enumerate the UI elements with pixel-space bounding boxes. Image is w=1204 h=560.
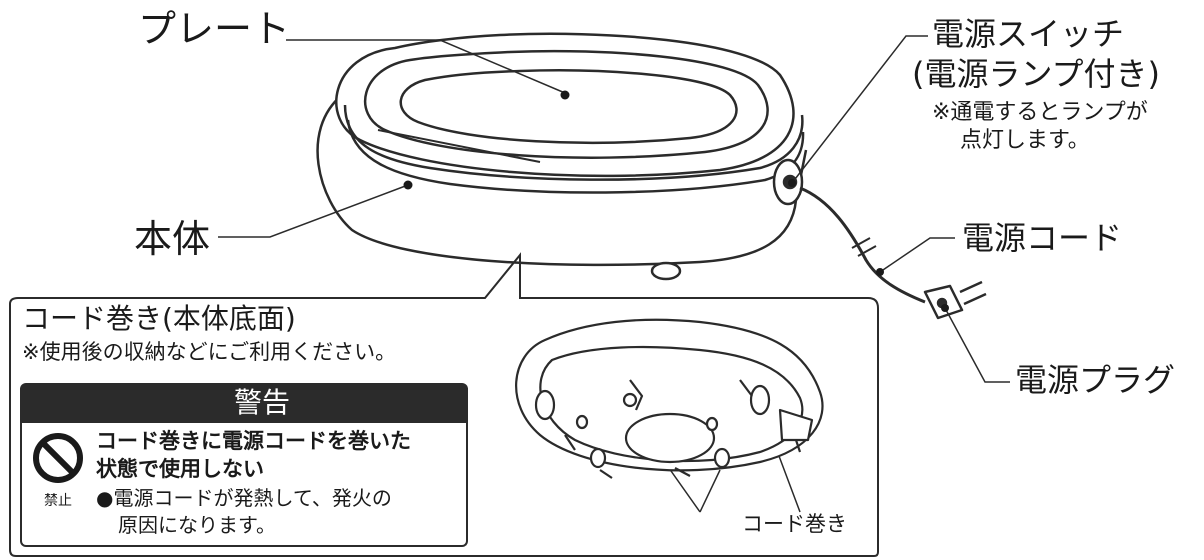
warning-bold-line2: 状態で使用しない	[96, 457, 264, 481]
label-body: 本体	[134, 217, 211, 261]
inset-title: コード巻き(本体底面)	[22, 302, 296, 335]
warning-body-line1: ●電源コードが発熱して、発火の	[96, 486, 392, 510]
warning-body-line2: 原因になります。	[118, 513, 276, 537]
warning-bold-line1: コード巻きに電源コードを巻いた	[96, 429, 411, 453]
power-switch-note-line2: 点灯します。	[960, 128, 1090, 153]
warning-header: 警告	[20, 383, 468, 423]
label-power-plug: 電源プラグ	[1015, 361, 1176, 399]
label-plate: プレート	[138, 7, 291, 51]
power-switch-note-line1: ※通電するとランプが	[932, 100, 1148, 125]
cord-winder-label: コード巻き	[742, 512, 847, 536]
label-power-cord: 電源コード	[962, 219, 1123, 257]
appliance-main	[316, 32, 987, 320]
warning-box	[20, 423, 468, 547]
inset-note: ※使用後の収納などにご利用ください。	[22, 340, 397, 364]
label-power-switch-lamp: (電源ランプ付き)	[912, 55, 1161, 93]
prohibition-symbol	[33, 433, 83, 483]
label-power-switch: 電源スイッチ	[932, 15, 1125, 53]
warning-heading: 警告	[233, 386, 290, 419]
inset-frame	[9, 252, 879, 557]
prohibition-caption: 禁止	[44, 493, 72, 509]
leader-dots	[403, 90, 949, 312]
appliance-bottom-view	[515, 318, 824, 479]
